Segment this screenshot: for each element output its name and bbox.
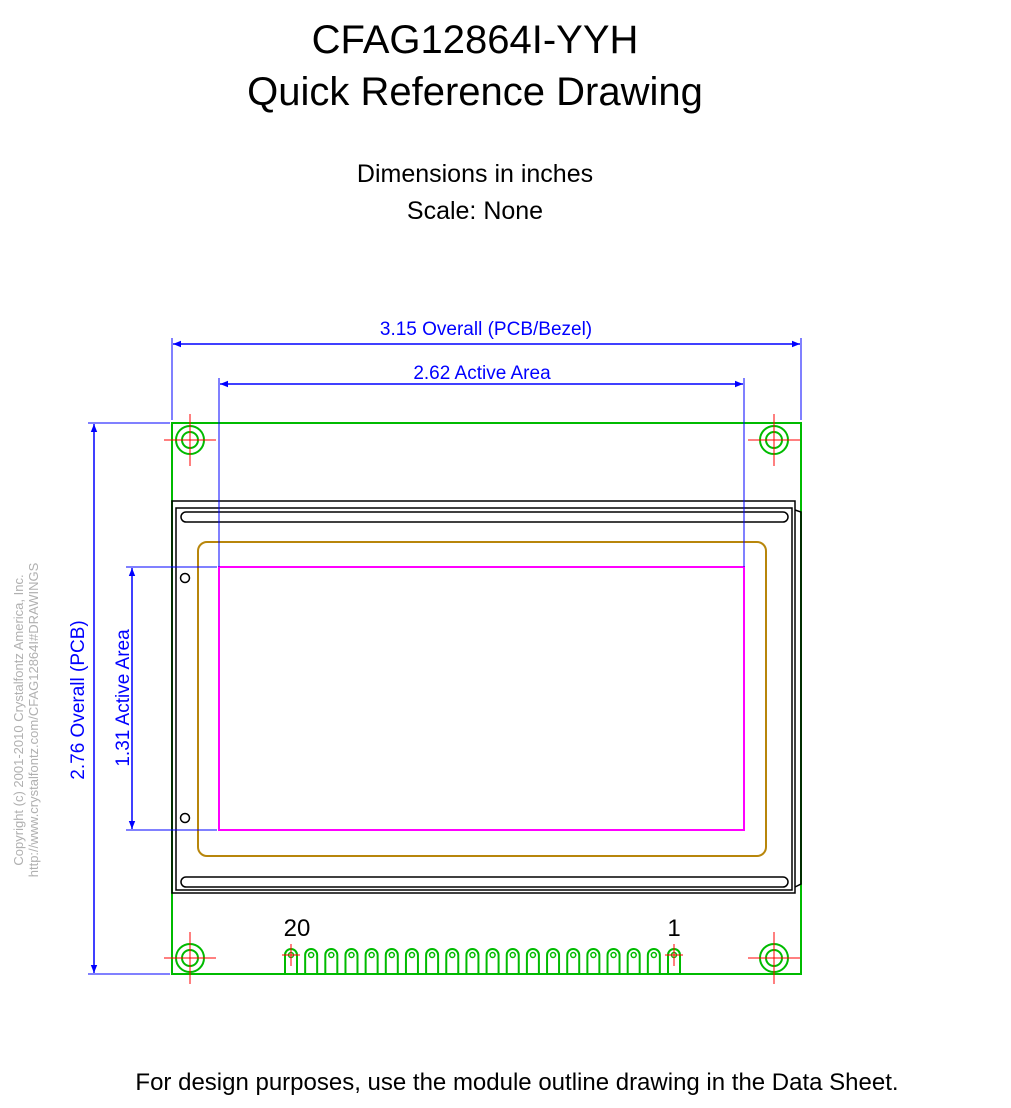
bezel-hole-bottom [179, 812, 191, 824]
active-width-label: 2.62 Active Area [413, 363, 551, 384]
pin-hole [549, 951, 557, 959]
pcb-outline [171, 422, 802, 975]
pin-hole [590, 951, 597, 959]
bezel [171, 500, 802, 894]
active-area [218, 566, 745, 831]
pin-hole [529, 951, 537, 959]
pin-hole [569, 951, 577, 959]
bezel-hole-top [179, 572, 191, 584]
pin-pad-icon [566, 948, 581, 974]
pin-pad-icon [646, 948, 661, 974]
pin-hole [469, 951, 476, 959]
pin-pad-icon [384, 948, 399, 974]
pin-hole [509, 951, 516, 959]
pin-hole [449, 951, 456, 959]
mounting-hole-icon [164, 932, 216, 984]
overall-width-label: 3.15 Overall (PCB/Bezel) [380, 319, 592, 340]
pin-pad-icon [606, 948, 621, 974]
pin-pad-icon [445, 948, 460, 974]
extension-lines [88, 338, 802, 975]
bezel-slot-bottom [180, 876, 789, 888]
pin-hole [428, 951, 436, 959]
pin-pad-icon [304, 948, 319, 974]
footer-note: For design purposes, use the module outl… [135, 1069, 899, 1096]
pin-hole [368, 951, 375, 959]
pin-pad-icon [404, 948, 419, 974]
page-subtitle: Quick Reference Drawing [247, 70, 703, 114]
viewing-area [197, 541, 767, 857]
mounting-hole-icon [748, 932, 800, 984]
pin-pad-icon [344, 948, 359, 974]
pin-pad-icon [525, 948, 540, 974]
pin-pad-icon [364, 948, 379, 974]
pin-pad-icon [324, 948, 339, 974]
pin-pad-icon [425, 948, 440, 974]
pin-hole [408, 951, 416, 959]
pin-pad-icon [586, 948, 601, 974]
pin-pad-icon [465, 948, 480, 974]
pin-hole [328, 951, 335, 959]
pin-label-last: 20 [284, 915, 311, 942]
pin-header [282, 944, 683, 974]
overall-height-label: 2.76 Overall (PCB) [68, 620, 89, 779]
pin-label-first: 1 [667, 915, 680, 942]
units-note: Dimensions in inches [356, 160, 594, 188]
pin-pad-icon [626, 948, 641, 974]
pin-hole [388, 951, 396, 959]
pin-hole [307, 951, 315, 959]
scale-note: Scale: None [406, 197, 544, 225]
mounting-hole-icon [748, 414, 800, 466]
pin-hole [630, 951, 637, 959]
pin-pad-icon [505, 948, 520, 974]
pin-hole [348, 951, 355, 959]
page-title: CFAG12864I-YYH [311, 18, 639, 62]
pin-pad-icon [546, 948, 561, 974]
bezel-slot-top [180, 511, 789, 523]
pin-hole [489, 951, 496, 959]
pin-hole [650, 951, 658, 959]
active-height-label: 1.31 Active Area [113, 629, 134, 767]
pin-hole [610, 951, 617, 959]
pin-pad-icon [485, 948, 500, 974]
mounting-hole-icon [164, 414, 216, 466]
